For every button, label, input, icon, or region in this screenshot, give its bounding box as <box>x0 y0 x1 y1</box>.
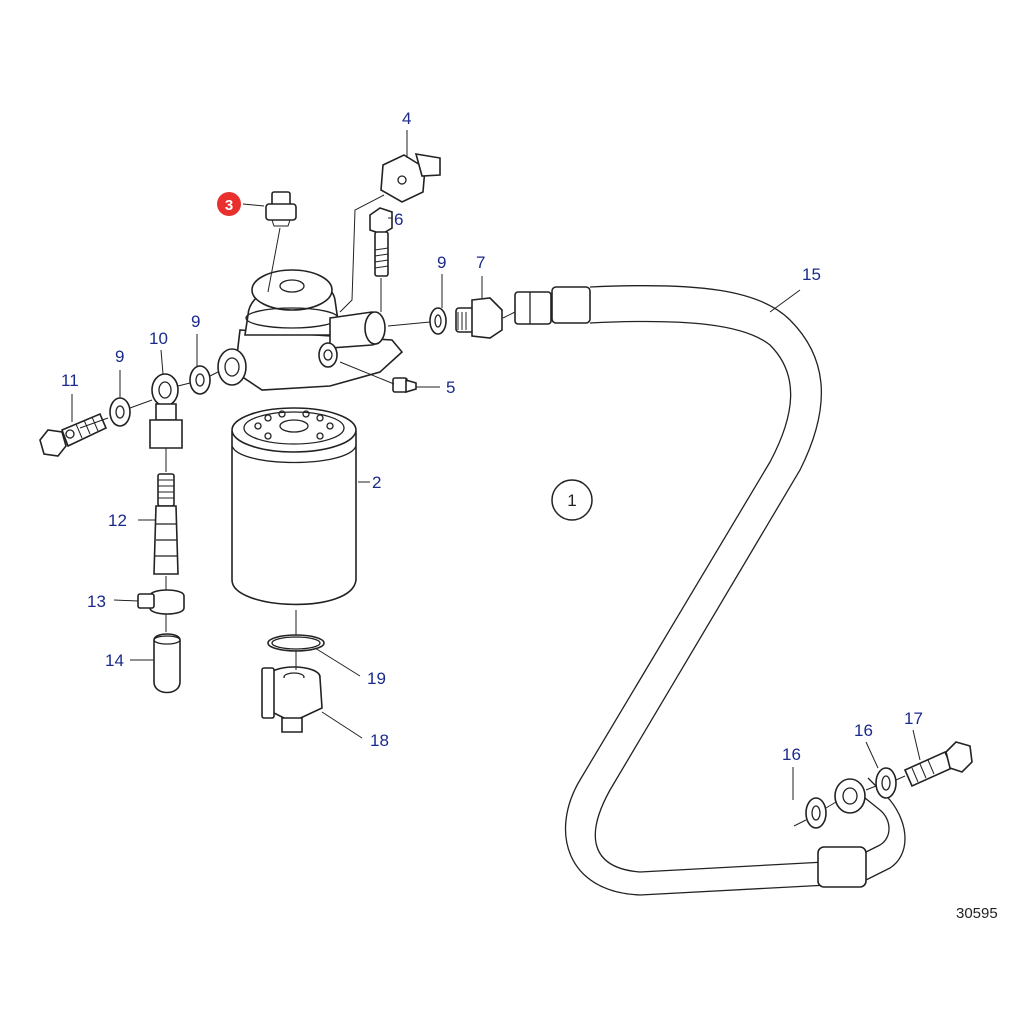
filter-head[interactable] <box>217 269 404 391</box>
part-label-9-left[interactable]: 9 <box>115 347 124 366</box>
fuel-hose[interactable] <box>514 284 906 896</box>
part-label-11[interactable]: 11 <box>61 371 79 390</box>
part-label-13[interactable]: 13 <box>87 592 106 611</box>
hose-nipple-part-12[interactable] <box>153 473 179 592</box>
filter-cartridge-part-2[interactable] <box>231 407 357 640</box>
clamp-part-13[interactable] <box>137 589 185 632</box>
water-sensor-part-18[interactable] <box>261 650 323 733</box>
part-label-10[interactable]: 10 <box>149 329 168 348</box>
part-label-9-right[interactable]: 9 <box>191 312 200 331</box>
plug-part-3[interactable] <box>265 191 297 293</box>
part-label-2[interactable]: 2 <box>372 473 381 492</box>
washer-part-8[interactable] <box>429 307 447 335</box>
part-label-14[interactable]: 14 <box>105 651 124 670</box>
assembly-callout[interactable]: 1 <box>551 479 593 521</box>
nipple-part-5[interactable] <box>339 361 417 394</box>
washer-part-9a[interactable] <box>109 397 131 427</box>
part-label-12[interactable]: 12 <box>108 511 127 530</box>
part-label-15[interactable]: 15 <box>802 265 821 284</box>
sensor-part-4[interactable] <box>339 153 441 313</box>
assembly-callout-label: 1 <box>567 491 576 510</box>
part-label-17[interactable]: 17 <box>904 709 923 728</box>
highlight-marker <box>217 192 241 216</box>
part-label-16-left[interactable]: 16 <box>782 745 801 764</box>
part-labels: 4 6 9 7 15 5 2 19 18 11 9 10 9 12 13 14 … <box>61 109 923 764</box>
part-label-18[interactable]: 18 <box>370 731 389 750</box>
adapter-part-7[interactable] <box>455 297 503 339</box>
callout-leaders <box>71 130 921 800</box>
washer-part-16b[interactable] <box>875 767 897 799</box>
banjo-fitting-part-10[interactable] <box>79 371 219 472</box>
part-label-19[interactable]: 19 <box>367 669 386 688</box>
drawing-number: 30595 <box>956 905 998 922</box>
banjo-bolt-part-17[interactable] <box>793 741 973 827</box>
part-label-3-highlighted[interactable]: 3 <box>225 197 233 214</box>
part-label-4[interactable]: 4 <box>402 109 411 128</box>
o-ring-part-19[interactable] <box>267 634 325 652</box>
bolt-part-6[interactable] <box>369 207 393 312</box>
part-label-16-right[interactable]: 16 <box>854 721 873 740</box>
washer-part-9b[interactable] <box>189 365 211 395</box>
washer-part-16a[interactable] <box>805 797 827 829</box>
part-label-7[interactable]: 7 <box>476 253 485 272</box>
part-label-5[interactable]: 5 <box>446 378 455 397</box>
banjo-bolt-part-11[interactable] <box>39 412 108 457</box>
cap-part-14[interactable] <box>153 633 181 694</box>
part-label-6[interactable]: 6 <box>394 210 403 229</box>
part-label-8[interactable]: 9 <box>437 253 446 272</box>
